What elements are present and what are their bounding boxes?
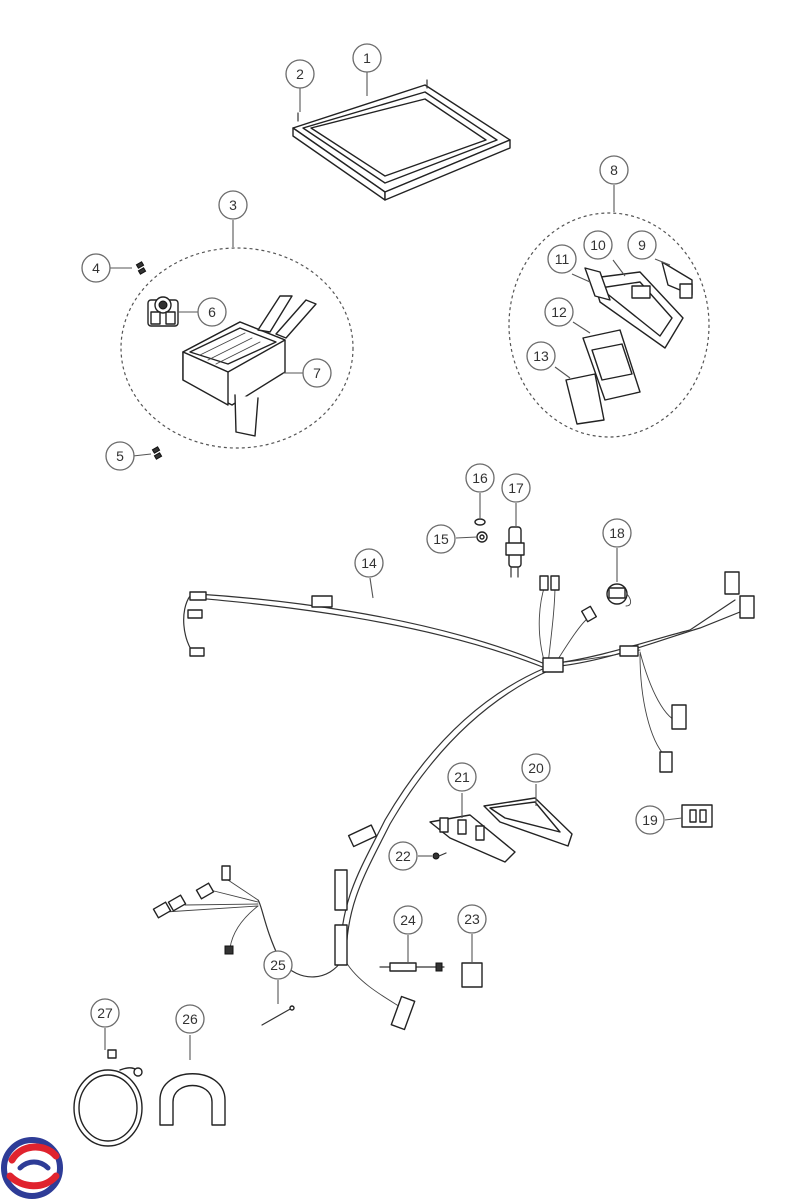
group-3-boundary: [120, 247, 354, 449]
callout-7-label: 7: [313, 365, 321, 381]
callout-21: 21: [447, 762, 477, 792]
callout-5-label: 5: [116, 448, 124, 464]
part-13-display-window: [565, 373, 605, 425]
callout-1: 1: [352, 43, 382, 73]
part-14-wiring-harness: [152, 571, 755, 1031]
callout-13-label: 13: [533, 348, 549, 364]
callout-3: 3: [218, 190, 248, 220]
callout-21-label: 21: [454, 769, 470, 785]
callout-25: 25: [263, 950, 293, 980]
callout-15: 15: [426, 524, 456, 554]
callout-24-label: 24: [400, 912, 416, 928]
part-17-sensor: [505, 526, 525, 578]
part-6-valve: [147, 296, 179, 327]
callout-16-label: 16: [472, 470, 488, 486]
callout-8: 8: [599, 155, 629, 185]
callout-26-label: 26: [182, 1011, 198, 1027]
part-27-drain-hose: [73, 1049, 143, 1147]
part-2-screws: [297, 79, 428, 122]
callout-26: 26: [175, 1004, 205, 1034]
part-18-pressure-switch: [606, 583, 632, 607]
part-25-cable-tie: [261, 1005, 295, 1026]
part-4-clips: [135, 261, 147, 275]
part-7-dispenser-housing: [182, 295, 317, 437]
callout-12: 12: [544, 297, 574, 327]
callout-17: 17: [501, 473, 531, 503]
callout-9-label: 9: [638, 237, 646, 253]
callout-11: 11: [547, 244, 577, 274]
callout-10-label: 10: [590, 237, 606, 253]
part-15-washer: [476, 531, 488, 543]
callout-leaders: [104, 72, 683, 1060]
part-21-bracket: [429, 814, 516, 863]
callout-14-label: 14: [361, 555, 377, 571]
callout-5: 5: [105, 441, 135, 471]
part-22-screw: [432, 852, 447, 860]
callout-19: 19: [635, 805, 665, 835]
callout-20-label: 20: [528, 760, 544, 776]
callout-11-label: 11: [555, 251, 570, 267]
callout-24: 24: [393, 905, 423, 935]
callout-12-label: 12: [551, 304, 567, 320]
callout-16: 16: [465, 463, 495, 493]
callout-4: 4: [81, 253, 111, 283]
callout-10: 10: [583, 230, 613, 260]
callout-1-label: 1: [363, 50, 371, 66]
part-10-control-board: [592, 271, 684, 349]
callout-17-label: 17: [508, 480, 524, 496]
callout-19-label: 19: [642, 812, 658, 828]
callout-22-label: 22: [395, 848, 411, 864]
part-5-clips: [151, 446, 163, 460]
part-9-bracket: [661, 261, 693, 299]
callout-3-label: 3: [229, 197, 237, 213]
part-26-hose-guide: [159, 1073, 226, 1126]
callout-18: 18: [602, 518, 632, 548]
callout-14: 14: [354, 548, 384, 578]
callout-13: 13: [526, 341, 556, 371]
callout-7: 7: [302, 358, 332, 388]
group-8-boundary: [508, 212, 710, 438]
brand-logo-icon: [1, 1137, 63, 1199]
callout-22: 22: [388, 841, 418, 871]
part-11-board-frame: [584, 267, 611, 301]
callout-6-label: 6: [208, 304, 216, 320]
part-20-cover: [483, 797, 573, 847]
callout-27: 27: [90, 998, 120, 1028]
part-1-top-frame: [292, 84, 511, 201]
callout-8-label: 8: [610, 162, 618, 178]
callout-6: 6: [197, 297, 227, 327]
callout-23: 23: [457, 904, 487, 934]
part-24-fuse: [379, 962, 445, 972]
part-12-display-module: [582, 329, 641, 401]
callout-4-label: 4: [92, 260, 100, 276]
callout-20: 20: [521, 753, 551, 783]
callout-18-label: 18: [609, 525, 625, 541]
callout-9: 9: [627, 230, 657, 260]
callout-2-label: 2: [296, 66, 304, 82]
callout-15-label: 15: [433, 531, 449, 547]
callout-25-label: 25: [270, 957, 286, 973]
callout-23-label: 23: [464, 911, 480, 927]
part-23-label: [461, 962, 483, 988]
part-16-washer: [474, 518, 486, 526]
callout-2: 2: [285, 59, 315, 89]
callout-27-label: 27: [97, 1005, 113, 1021]
part-19-connector-block: [681, 804, 713, 828]
